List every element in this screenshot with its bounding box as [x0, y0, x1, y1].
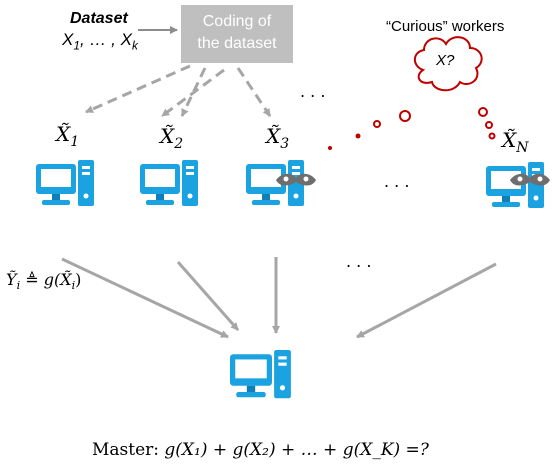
curious-workers-label: “Curious” workers: [386, 18, 505, 35]
thought-bubble-2: [485, 121, 493, 129]
master-formula: g(X₁) + g(X₂) + … + g(X_K) =?: [164, 440, 429, 460]
worker-label-3: X̃3: [266, 124, 290, 152]
dataset-label: Dataset: [70, 10, 128, 27]
result-arrow-2: [176, 261, 240, 331]
thought-bubble-7: [328, 146, 332, 150]
dashed-arrow-4: [236, 67, 272, 117]
worker-computer-n: [486, 162, 544, 208]
worker-label-1: X̃1: [56, 122, 80, 150]
mask-icon: [276, 173, 316, 186]
coding-box-line1: Coding of: [202, 13, 272, 30]
thought-bubble-1: [478, 107, 488, 117]
result-arrow-4: [356, 262, 497, 339]
dashed-arrow-1: [85, 64, 191, 114]
master-equation: Master: g(X₁) + g(X₂) + … + g(X_K) =?: [92, 440, 429, 460]
distribution-arrows: [85, 64, 272, 118]
master-label: Master:: [92, 440, 160, 460]
coding-box: [181, 5, 293, 63]
dashed-arrow-3: [161, 68, 225, 118]
worker-computer-2: [140, 160, 198, 206]
ellipsis-middle: . . .: [384, 172, 410, 191]
mask-icon: [510, 173, 550, 186]
thought-bubble-3: [488, 132, 496, 140]
thought-bubble-6: [355, 133, 361, 139]
thought-bubble-5: [373, 120, 381, 128]
thought-bubble-4: [399, 110, 411, 122]
worker-label-n: X̃N: [502, 128, 529, 156]
worker-computer-3: [246, 160, 304, 206]
result-arrow-1: [61, 257, 229, 339]
dashed-arrow-2: [180, 67, 207, 117]
master-computer: [230, 350, 291, 399]
dataset-variables: X1, … , Xk: [62, 30, 138, 53]
thought-text: X?: [436, 52, 455, 69]
coding-box-line2: the dataset: [197, 35, 277, 52]
ellipsis-bottom: . . .: [346, 252, 372, 271]
ellipsis-top: . . .: [300, 82, 326, 101]
worker-computer-1: [36, 160, 94, 206]
y-definition: Ỹi ≜ g(X̃i): [6, 270, 82, 293]
result-arrows: [61, 257, 497, 339]
worker-label-2: X̃2: [160, 124, 184, 152]
thought-cloud: [328, 36, 496, 150]
